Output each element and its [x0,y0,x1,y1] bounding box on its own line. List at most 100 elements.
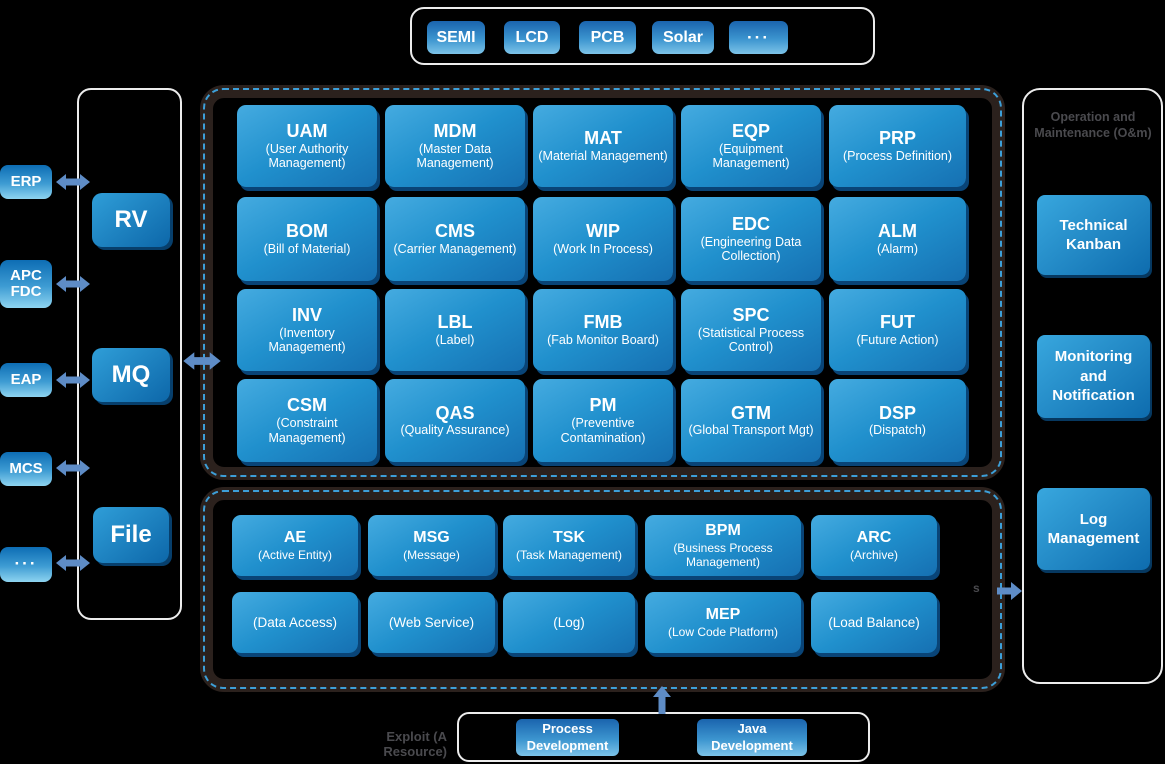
module-desc: (Work In Process) [553,241,653,256]
module-desc: (Equipment Management) [712,141,790,171]
module-prp: PRP (Process Definition) [829,105,966,187]
module-desc: (Bill of Material) [263,241,351,256]
module-csm: CSM (Constraint Management) [237,379,377,462]
module-desc: (Future Action) [856,332,939,347]
module-desc: (Constraint Management) [268,416,346,445]
module-acronym: DSP [878,402,916,423]
module-desc: (Statistical Process Control) [697,325,805,355]
module-eqp: EQP (Equipment Management) [681,105,821,187]
middleware-mq: MQ [92,348,170,402]
module-bom: BOM (Bill of Material) [237,197,377,281]
framework-data-access: (Data Access) [232,592,358,653]
module-wip: WIP (Work In Process) [533,197,673,281]
module-acronym: SPC [732,304,770,325]
module-acronym: AE [283,529,307,547]
middleware-label: RV [114,206,148,233]
partial-label: s [973,581,980,595]
dev-button-label: Java Development [711,721,793,753]
module-desc: (Preventive Contamination) [560,416,646,445]
framework-mep: MEP (Low Code Platform) [645,592,801,653]
module-acronym: ALM [878,221,917,242]
industry-pcb: PCB [579,21,636,54]
module-acronym: WIP [586,221,620,242]
industry-more: ··· [729,21,788,54]
industry-label: LCD [515,28,549,46]
om-item-label: Log Management [1047,510,1140,548]
module-desc: (Master Data Management) [416,141,494,171]
process-development-button: Process Development [516,719,619,756]
external-label: EAP [10,370,42,388]
om-technical-kanban: Technical Kanban [1037,195,1150,275]
module-acronym: LBL [437,312,473,333]
module-desc: (Label) [435,332,475,347]
module-desc: (Dispatch) [869,423,926,438]
framework-bpm: BPM (Business Process Management) [645,515,801,576]
module-pm: PM (Preventive Contamination) [533,379,673,462]
om-item-label: Monitoring and Notification [1052,348,1135,405]
module-desc: (Engineering Data Collection) [700,234,802,264]
module-gtm: GTM (Global Transport Mgt) [681,379,821,462]
module-desc: (Carrier Management) [393,241,517,256]
module-acronym: ARC [856,529,892,547]
module-desc: (Message) [403,547,460,562]
om-monitoring-notification: Monitoring and Notification [1037,335,1150,418]
middleware-rv: RV [92,193,170,247]
industry-label: PCB [590,28,625,46]
right-arrow-icon [997,582,1022,600]
module-uam: UAM (User Authority Management) [237,105,377,187]
double-arrow-icon [56,460,90,476]
module-acronym: PRP [878,128,916,149]
industry-solar: Solar [652,21,714,54]
module-alm: ALM (Alarm) [829,197,966,281]
module-acronym: FMB [583,312,623,333]
module-desc: (Load Balance) [828,614,920,630]
double-arrow-icon [183,352,221,370]
external-label: APC FDC [10,266,42,300]
module-desc: (Web Service) [388,614,475,630]
module-acronym: BPM [705,522,741,540]
module-desc: (Data Access) [252,614,338,630]
module-desc: (Archive) [849,547,898,562]
middleware-file: File [93,507,169,563]
industry-semi: SEMI [427,21,485,54]
external-mcs: MCS [0,452,52,486]
module-acronym: GTM [731,402,771,423]
external-eap: EAP [0,363,52,397]
up-arrow-icon [653,686,671,714]
module-acronym: TSK [553,529,585,547]
om-panel [1022,88,1163,684]
module-acronym: CMS [435,221,475,242]
external-erp: ERP [0,165,52,199]
external-label: MCS [9,459,43,477]
industry-label: Solar [662,28,703,46]
module-edc: EDC (Engineering Data Collection) [681,197,821,281]
middleware-panel [77,88,182,620]
module-acronym: MDM [433,120,477,141]
double-arrow-icon [56,276,90,292]
dev-button-label: Process Development [526,721,609,753]
module-acronym: PM [589,395,617,416]
module-acronym: MSG [413,529,450,547]
module-desc: (Global Transport Mgt) [688,423,814,438]
exploit-label: Exploit (A Resource) [383,729,447,759]
industries-panel: SEMI LCD PCB Solar ··· [410,7,875,65]
module-lbl: LBL (Label) [385,289,525,371]
module-desc: (Log) [553,614,585,630]
module-qas: QAS (Quality Assurance) [385,379,525,462]
external-label: ERP [10,172,42,190]
module-inv: INV (Inventory Management) [237,289,377,371]
framework-msg: MSG (Message) [368,515,495,576]
module-dsp: DSP (Dispatch) [829,379,966,462]
industry-lcd: LCD [504,21,560,54]
java-development-button: Java Development [697,719,807,756]
framework-arc: ARC (Archive) [811,515,937,576]
framework-ae: AE (Active Entity) [232,515,358,576]
double-arrow-icon [56,555,90,571]
module-desc: (Inventory Management) [268,325,346,355]
module-mat: MAT (Material Management) [533,105,673,187]
framework-log: (Log) [503,592,635,653]
module-acronym: MAT [584,128,622,149]
module-acronym: MEP [705,606,741,624]
ellipsis-label: ··· [747,27,770,47]
middleware-label: File [110,521,152,548]
